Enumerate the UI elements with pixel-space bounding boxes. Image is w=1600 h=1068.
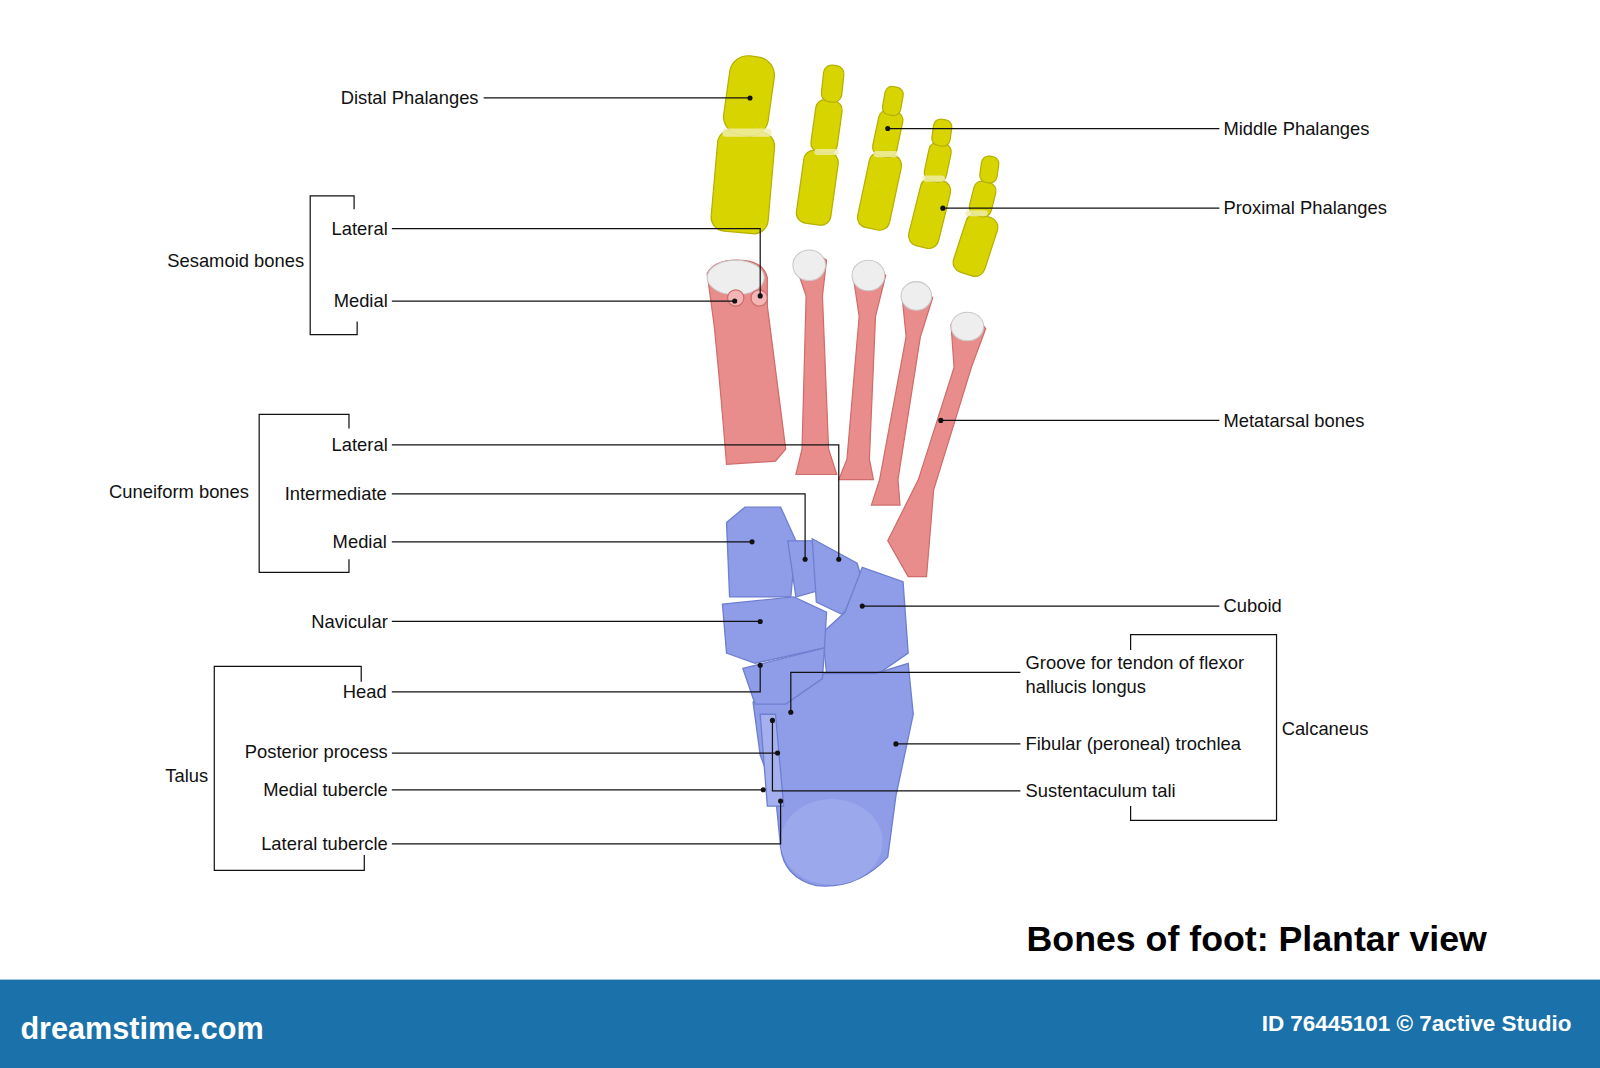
part-label: Talus [165,764,208,786]
footer-bar [0,980,1600,1068]
part-label: Distal Phalanges [341,87,479,109]
phalanges [710,53,1001,279]
part-label: Medial [333,531,387,553]
part-label: Posterior process [245,741,388,763]
part-label: Fibular (peroneal) trochlea [1026,733,1241,755]
part-label: Proximal Phalanges [1223,197,1386,219]
brackets [214,196,1276,870]
part-label: Intermediate [285,483,387,505]
diagram-title: Bones of foot: Plantar view [1027,918,1487,959]
part-label: Sustentaculum tali [1026,780,1176,802]
part-label: Lateral tubercle [261,833,388,855]
metatarsal-heads [707,250,984,341]
part-label: Lateral [332,217,388,239]
part-label: Head [343,681,387,703]
tarsals [722,507,913,886]
part-label: Medial [334,290,388,312]
joint-caps [722,129,987,217]
part-label: Calcaneus [1282,717,1369,739]
part-label: Middle Phalanges [1223,117,1369,139]
part-label: Medial tubercle [263,779,388,801]
part-label: Navicular [311,610,388,632]
part-label: Metatarsal bones [1223,409,1364,431]
watermark: dreamstime.com [20,1017,263,1039]
sesamoid-bones [728,290,768,306]
part-label: Lateral [332,434,388,456]
leader-dots [732,95,945,803]
watermark: ID 76445101 © 7active Studio [1262,1012,1572,1034]
part-label: Cuneiform bones [109,481,249,503]
part-label: Groove for tendon of flexor hallucis lon… [1026,652,1276,699]
leader-lines [392,98,1220,844]
part-label: Sesamoid bones [167,250,304,272]
part-label: Cuboid [1223,595,1281,617]
